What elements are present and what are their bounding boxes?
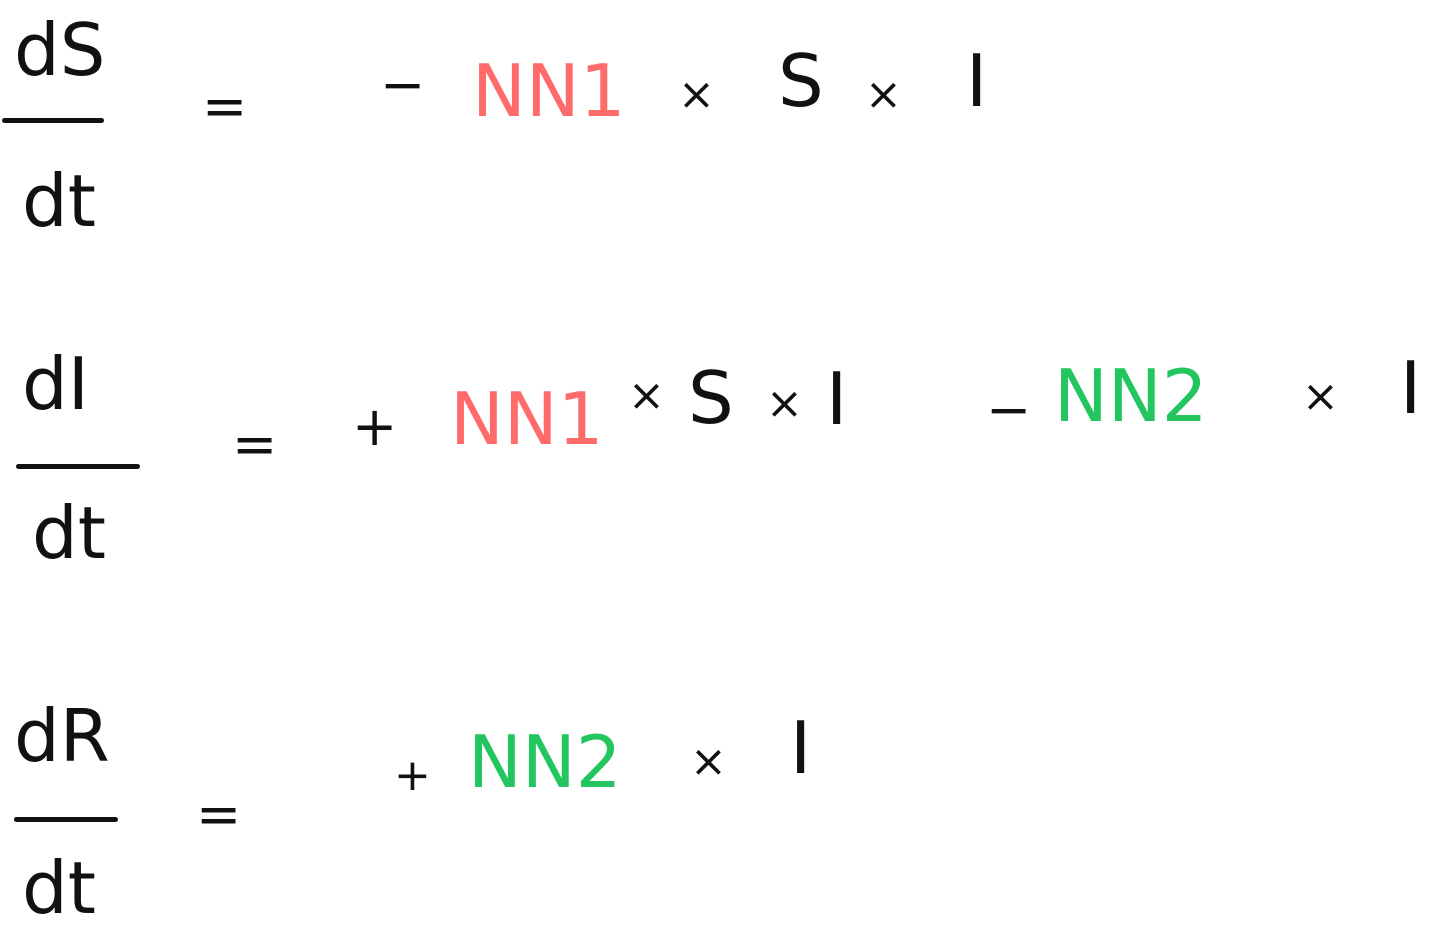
times-sign: × xyxy=(690,736,727,787)
minus-sign: − xyxy=(380,53,426,116)
denominator-dt: dt xyxy=(32,491,106,575)
fraction-bar xyxy=(2,118,104,123)
times-sign: × xyxy=(1302,371,1339,422)
network-nn1: NN1 xyxy=(472,49,626,133)
numerator-ds: dS xyxy=(14,8,106,92)
variable-i: I xyxy=(790,706,812,790)
denominator-dt: dt xyxy=(22,159,96,243)
network-nn2: NN2 xyxy=(468,720,622,804)
variable-i: I xyxy=(826,357,848,441)
network-nn2: NN2 xyxy=(1054,354,1208,438)
variable-i: I xyxy=(966,39,988,123)
network-nn1: NN1 xyxy=(450,377,604,461)
numerator-dr: dR xyxy=(14,694,110,778)
variable-s: S xyxy=(778,39,824,123)
equals-sign: = xyxy=(202,75,248,138)
fraction-bar xyxy=(16,464,140,469)
minus-sign: − xyxy=(986,378,1032,441)
times-sign: × xyxy=(865,69,902,120)
times-sign: × xyxy=(678,69,715,120)
fraction-bar xyxy=(14,817,118,822)
plus-sign: + xyxy=(394,750,431,801)
equals-sign: = xyxy=(232,413,278,476)
plus-sign: + xyxy=(352,395,398,458)
equals-sign: = xyxy=(196,783,242,846)
variable-i: I xyxy=(1400,346,1422,430)
times-sign: × xyxy=(766,378,803,429)
variable-s: S xyxy=(688,356,734,440)
numerator-di: dI xyxy=(22,342,89,426)
times-sign: × xyxy=(628,370,665,421)
denominator-dt: dt xyxy=(22,846,96,930)
